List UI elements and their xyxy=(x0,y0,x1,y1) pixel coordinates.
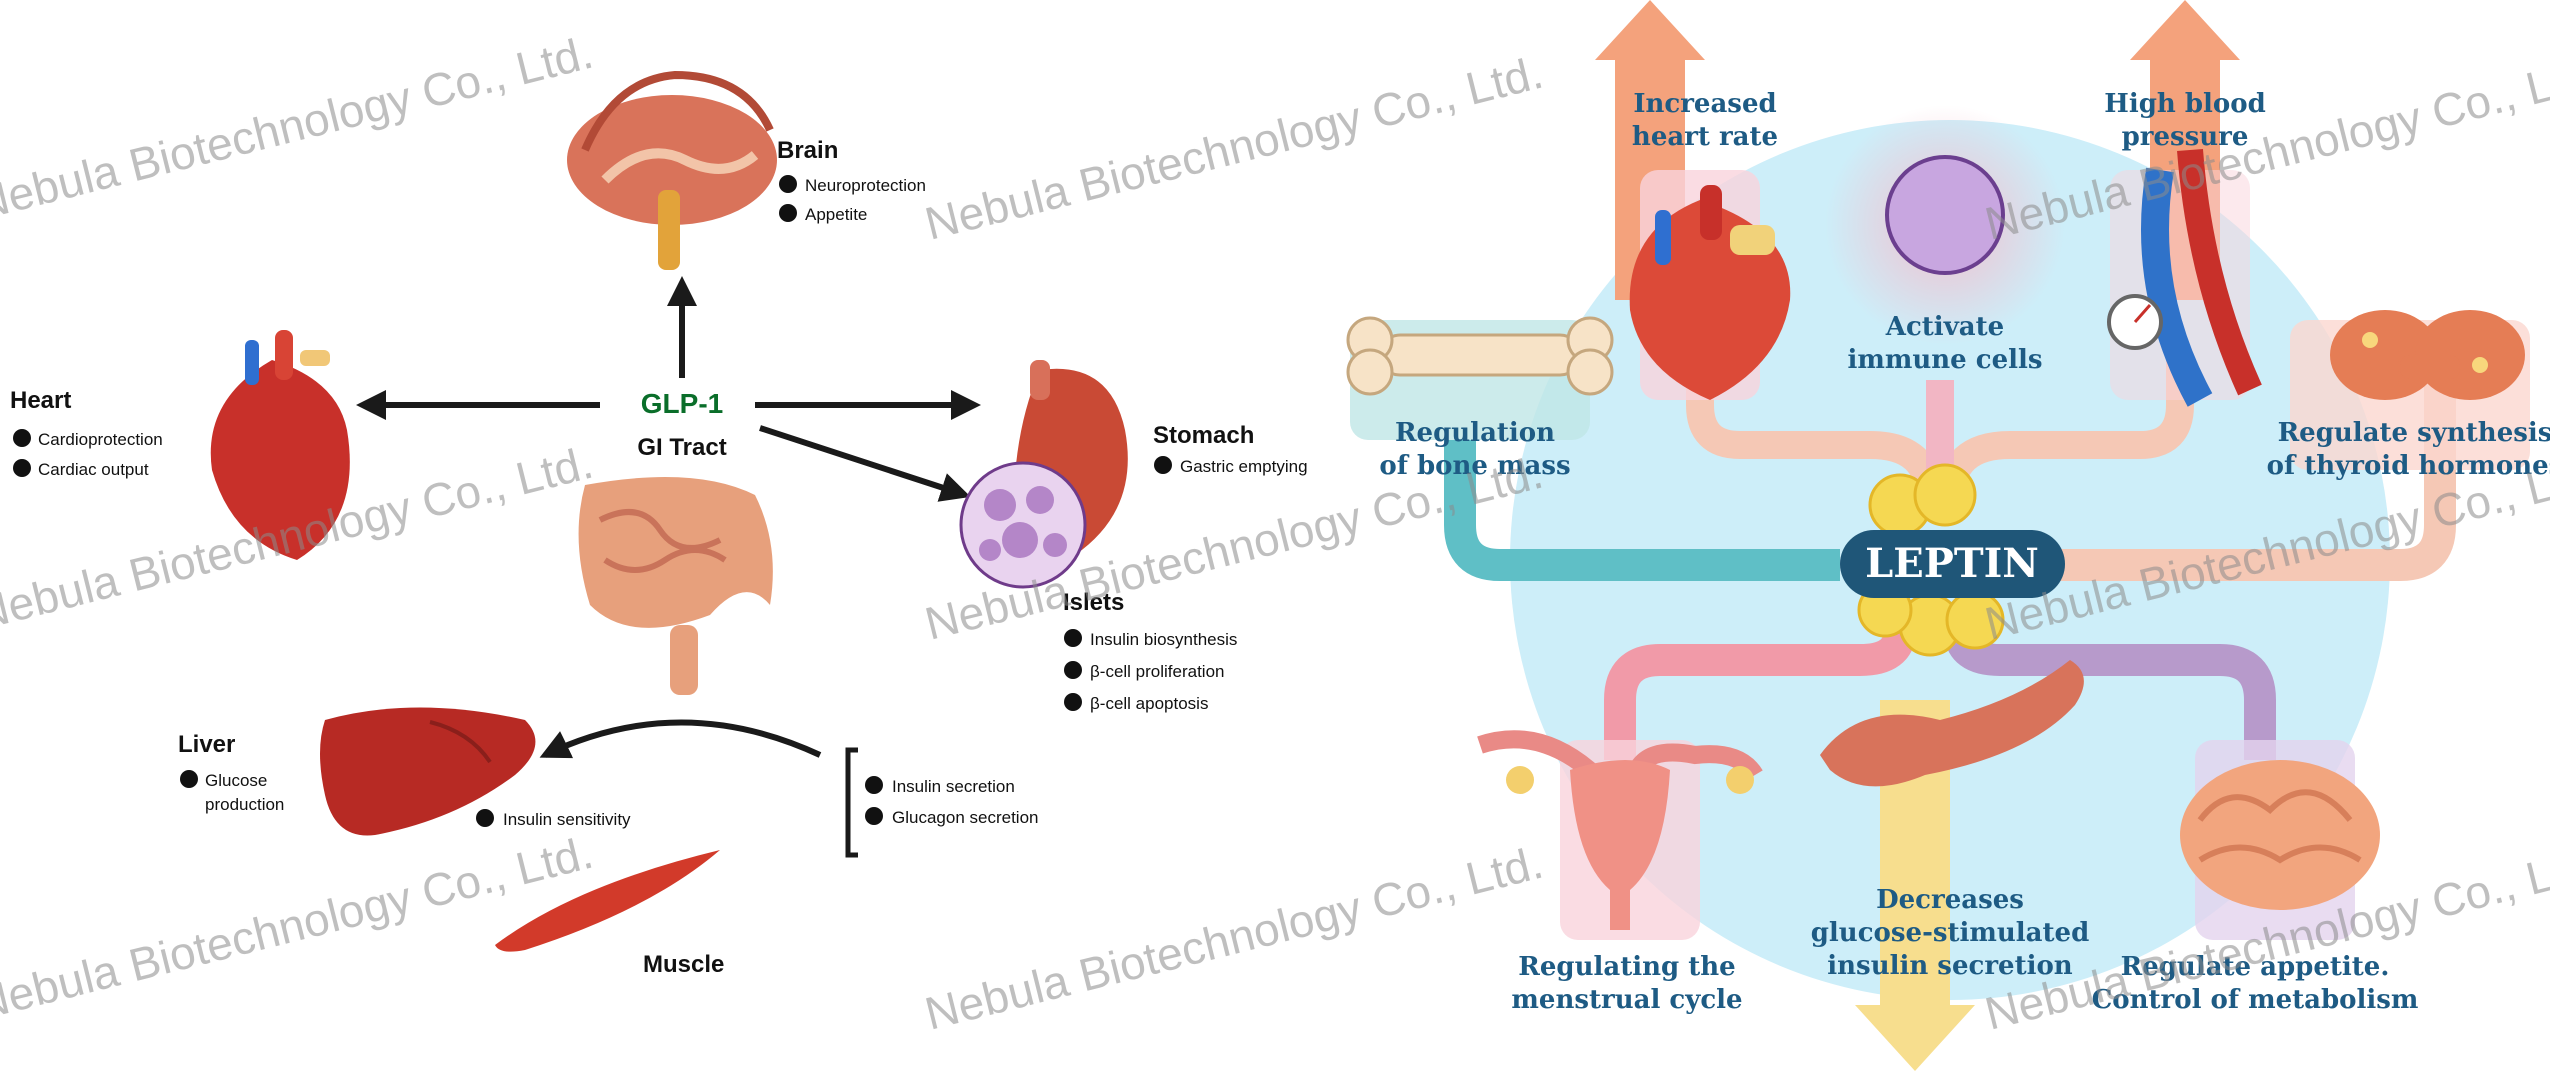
arrow-circle-icon xyxy=(1064,661,1082,679)
arrow-circle-icon xyxy=(1064,693,1082,711)
islets-effect-2: β-cell proliferation xyxy=(1090,662,1225,681)
brain-effect-2: Appetite xyxy=(805,205,867,224)
immune-label-1: Activate xyxy=(1885,312,2004,342)
arrow-circle-icon xyxy=(779,204,797,222)
heart-effect-1: Cardioprotection xyxy=(38,430,163,449)
bone-label-2: of bone mass xyxy=(1379,451,1570,481)
bone-illustration xyxy=(1346,316,1614,396)
stomach-title: Stomach xyxy=(1153,422,1254,449)
gi-tract-illustration xyxy=(578,477,773,695)
leptin-panel: LEPTIN Increased heart rate Activate imm… xyxy=(1346,0,2550,1071)
secretion-effects: Insulin secretion Glucagon secretion xyxy=(865,776,1038,827)
islets-effect-3: β-cell apoptosis xyxy=(1090,694,1208,713)
pressure-label-1: High blood xyxy=(2104,89,2266,119)
brain-title: Brain xyxy=(777,137,838,164)
watermark-text: Nebula Biotechnology Co., Ltd. xyxy=(920,836,1548,1040)
insulin-secretion: Insulin secretion xyxy=(892,777,1015,796)
arrow-circle-icon xyxy=(865,807,883,825)
menstrual-label-1: Regulating the xyxy=(1518,952,1735,982)
menstrual-label-2: menstrual cycle xyxy=(1511,985,1742,1015)
arrow-circle-icon xyxy=(13,429,31,447)
pancreas-illustration xyxy=(1820,660,2084,787)
blood-vessel-illustration xyxy=(2107,149,2262,407)
appetite-label-1: Regulate appetite. xyxy=(2121,952,2390,982)
arrow-circle-icon xyxy=(779,175,797,193)
immune-label-2: immune cells xyxy=(1847,345,2042,375)
brain-effect-1: Neuroprotection xyxy=(805,176,926,195)
liver-effect-line-1: Glucose xyxy=(205,771,267,790)
watermark-text: Nebula Biotechnology Co., Ltd. xyxy=(0,826,598,1030)
brain-effects: Neuroprotection Appetite xyxy=(779,175,926,224)
thyroid-illustration xyxy=(2330,310,2525,400)
arrow-circle-icon xyxy=(476,809,494,827)
liver-illustration xyxy=(320,707,536,836)
decrease-arrow-insulin xyxy=(1855,700,1975,1071)
islets-illustration xyxy=(959,461,1087,589)
heart-illustration xyxy=(210,330,350,560)
arrow-circle-icon xyxy=(13,459,31,477)
uterus-illustration xyxy=(1477,730,1763,930)
liver-title: Liver xyxy=(178,731,235,758)
brain-organ-illustration xyxy=(2180,760,2380,910)
muscle-illustration xyxy=(495,850,720,952)
appetite-label-2: Control of metabolism xyxy=(2092,985,2419,1015)
arrow-circle-icon xyxy=(865,776,883,794)
liver-effect-line-2: production xyxy=(205,795,284,814)
insulin-label-3: insulin secretion xyxy=(1827,951,2073,981)
leptin-badge xyxy=(1840,530,2065,598)
islets-effects: Insulin biosynthesis β-cell proliferatio… xyxy=(1064,629,1237,713)
watermark-text: Nebula Biotechnology Co., Ltd. xyxy=(920,46,1548,250)
heart-title: Heart xyxy=(10,387,71,414)
thyroid-label-1: Regulate synthesis xyxy=(2278,418,2550,448)
glp1-panel: Brain Neuroprotection Appetite GLP-1 GI … xyxy=(10,70,1308,978)
branch-thyroid xyxy=(1950,330,2456,581)
heart-rate-label-2: heart rate xyxy=(1632,122,1778,152)
heart-rate-label-1: Increased xyxy=(1633,89,1776,119)
arrow-circle-icon xyxy=(1064,629,1082,647)
heart-organ-illustration xyxy=(1629,185,1791,400)
stomach-effect-1: Gastric emptying xyxy=(1180,457,1308,476)
glp1-title: GLP-1 xyxy=(641,388,723,419)
arrow-circle-icon xyxy=(180,770,198,788)
heart-effects: Cardioprotection Cardiac output xyxy=(13,429,163,479)
bone-label-1: Regulation xyxy=(1395,418,1555,448)
islets-effect-1: Insulin biosynthesis xyxy=(1090,630,1237,649)
thyroid-label-2: of thyroid hormones xyxy=(2267,451,2550,481)
islets-title: Islets xyxy=(1063,589,1124,616)
muscle-title: Muscle xyxy=(643,951,724,978)
secretion-bracket xyxy=(845,747,858,858)
pressure-label-2: pressure xyxy=(2122,122,2249,152)
insulin-label-1: Decreases xyxy=(1876,885,2024,915)
insulin-sensitivity-label: Insulin sensitivity xyxy=(503,810,631,829)
insulin-label-2: glucose-stimulated xyxy=(1811,918,2090,948)
branch-bone xyxy=(1444,440,1840,581)
glucagon-secretion: Glucagon secretion xyxy=(892,808,1038,827)
heart-effect-2: Cardiac output xyxy=(38,460,149,479)
arrow-to-liver xyxy=(539,719,822,759)
brain-illustration xyxy=(567,70,777,270)
arrow-circle-icon xyxy=(1154,456,1172,474)
watermark-text: Nebula Biotechnology Co., Ltd. xyxy=(0,26,598,230)
arrow-to-islets xyxy=(759,425,971,502)
leptin-title: LEPTIN xyxy=(1865,540,2039,587)
immune-cell-illustration xyxy=(1885,155,2005,275)
gi-tract-label: GI Tract xyxy=(637,434,726,461)
branch-menstrual xyxy=(1604,628,1916,760)
